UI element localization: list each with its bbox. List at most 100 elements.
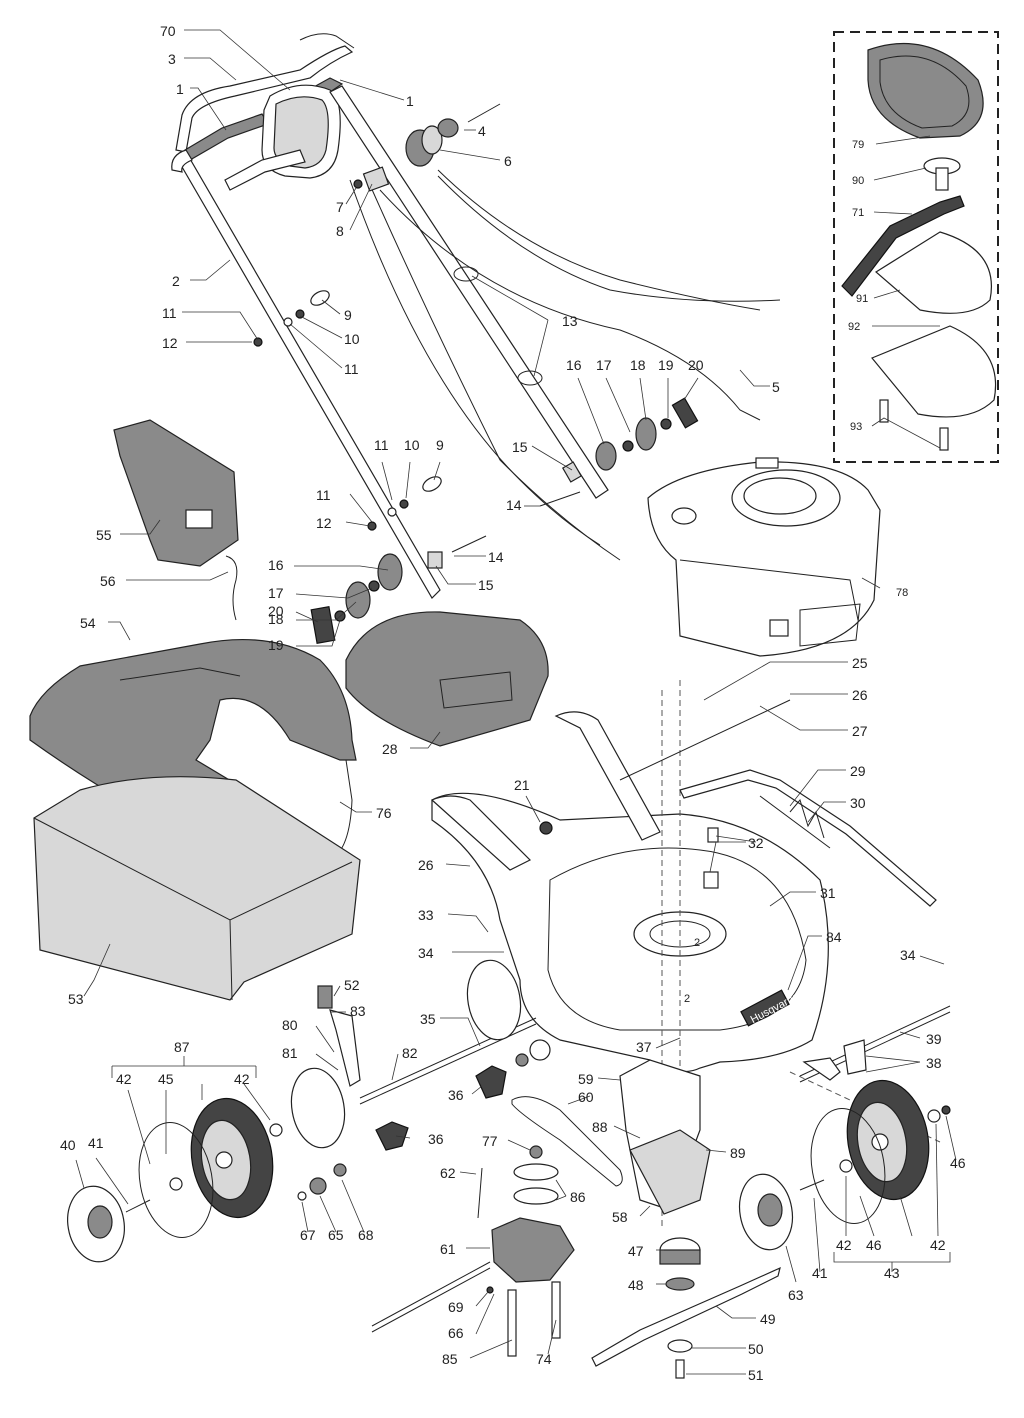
label-18: 18 [268,611,284,627]
label-56: 56 [100,573,116,589]
label-82: 82 [402,1045,418,1061]
deck-mark-2b: 2 [684,993,690,1005]
label-38: 38 [926,1055,942,1071]
label-53: 53 [68,991,84,1007]
rod-29 [679,769,937,907]
label-55: 55 [96,527,112,543]
label-42: 42 [116,1071,132,1087]
deck-mark-2: 2 [694,937,700,949]
label-45: 45 [158,1071,174,1087]
label-87: 87 [174,1039,190,1055]
label-46: 46 [866,1237,882,1253]
nut-77 [529,1145,543,1159]
hubcap-ring-46 [810,1108,886,1224]
washer-50 [667,1339,693,1353]
gear-pinion [529,1039,551,1061]
gearbox-61 [491,1217,575,1283]
label-68: 68 [358,1227,374,1243]
left-rear-wheel-group [67,1097,347,1263]
label-19: 19 [268,637,284,653]
label-52: 52 [344,977,360,993]
label-36: 36 [448,1087,464,1103]
label-80: 80 [282,1017,298,1033]
engine [647,457,881,657]
label-34: 34 [418,945,434,961]
label-1: 1 [406,93,414,109]
label-48: 48 [628,1277,644,1293]
label-30: 30 [850,795,866,811]
washer-48 [665,1277,695,1291]
pulley-86-a [513,1163,559,1181]
spring-62 [477,1167,483,1219]
washer-42-left [169,1177,183,1191]
right-handle-tube [329,85,609,499]
label-54: 54 [80,615,96,631]
label-74: 74 [536,1351,552,1367]
label-67: 67 [300,1227,316,1243]
throttle-cable [437,169,761,311]
washer-68 [333,1163,347,1177]
upper-handle-bar [175,45,354,153]
cable-clip [362,166,390,192]
label-6: 6 [504,153,512,169]
rear-wheel-plate-left [290,1067,346,1149]
label-1: 1 [176,81,184,97]
right-front-wheel-group [738,1079,951,1251]
label-40: 40 [60,1137,76,1153]
bolt-14-upper [539,491,581,507]
label-8: 8 [336,223,344,239]
grass-bag [33,776,361,1001]
cable-tie-lower [517,370,543,386]
label-12: 12 [316,515,332,531]
plate-91 [874,231,992,314]
nut-46 [941,1105,951,1115]
label-71: 71 [852,207,864,219]
label-85: 85 [442,1351,458,1367]
label-11: 11 [374,437,389,453]
label-47: 47 [628,1243,644,1259]
label-88: 88 [592,1119,608,1135]
label-58: 58 [612,1209,628,1225]
label-61: 61 [440,1241,456,1257]
label-2: 2 [172,273,180,289]
spring-30 [759,795,831,849]
bolt-51 [675,1359,685,1379]
label-15: 15 [478,577,494,593]
label-17: 17 [596,357,612,373]
label-14: 14 [506,497,522,513]
mulch-kit [841,42,997,451]
knob-36-b [375,1121,409,1151]
label-90: 90 [852,175,864,187]
label-21: 21 [514,777,530,793]
label-49: 49 [760,1311,776,1327]
label-10: 10 [344,331,360,347]
screw-4 [467,103,501,123]
guard-88 [629,1129,711,1215]
label-20: 20 [268,603,284,619]
drive-shaft [371,1261,491,1327]
mulch-kit-box [833,31,999,463]
label-41: 41 [812,1265,828,1281]
plate-52 [317,985,333,1009]
handle-grip-left [184,113,269,161]
label-33: 33 [418,907,434,923]
label-10: 10 [404,437,420,453]
label-5: 5 [772,379,780,395]
nut-7 [353,179,363,189]
label-16: 16 [268,557,284,573]
lever-71 [841,195,965,297]
label-28: 28 [382,741,398,757]
drive-belt-60 [511,1096,623,1187]
plate-92 [871,325,997,418]
label-79: 79 [852,139,864,151]
label-39: 39 [926,1031,942,1047]
cable-tie-upper [453,266,479,282]
mower-deck: Husqvarna [430,711,829,1073]
label-9: 9 [436,437,444,453]
label-26: 26 [418,857,434,873]
label-60: 60 [578,1089,594,1105]
label-70: 70 [160,23,176,39]
rear-bracket [554,711,661,841]
label-17: 17 [268,585,284,601]
